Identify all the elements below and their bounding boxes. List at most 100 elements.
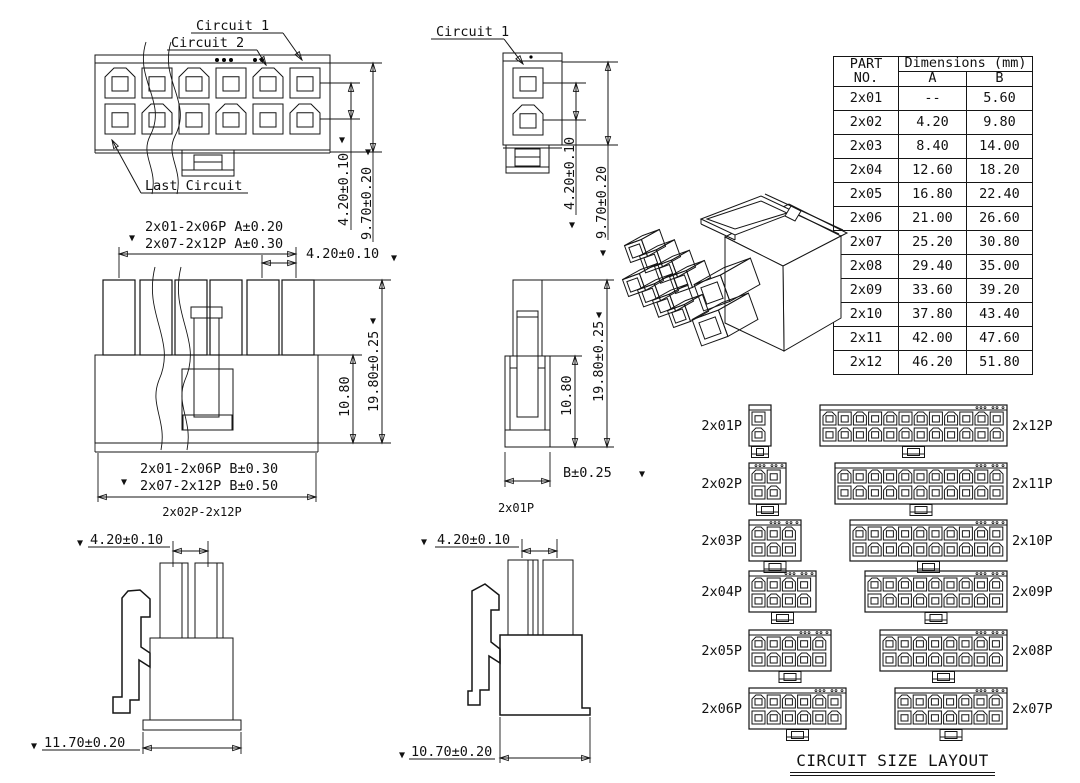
dim-b-block: ▼ 2x01-2x06P B±0.30 2x07-2x12P B±0.50 2x… xyxy=(98,453,316,519)
dim-b-cell: 26.60 xyxy=(966,206,1033,231)
mini-connector-label: 2x02P xyxy=(701,476,742,492)
polarization-dot xyxy=(529,55,533,59)
latch-tab xyxy=(505,144,550,174)
mini-connector-label: 2x06P xyxy=(701,701,742,717)
finish-mark-icon: ▼ xyxy=(391,253,397,264)
dim-b-cell: 18.20 xyxy=(966,158,1033,183)
finish-mark-icon: ▼ xyxy=(399,750,405,761)
finish-mark-icon: ▼ xyxy=(77,538,83,549)
part-no-cell: 2x05 xyxy=(833,182,899,207)
dim-a-cell: 33.60 xyxy=(898,278,967,303)
mini-connector xyxy=(894,687,1008,741)
dimensions-header: Dimensions (mm) xyxy=(898,56,1033,72)
side-view-right: ▼ 4.20±0.10 ▼ 10.70±0.20 xyxy=(399,532,680,763)
dim-a-cell: 37.80 xyxy=(898,302,967,327)
dim-pitch-row: 4.20±0.10 xyxy=(562,137,578,210)
dim-a-cell: 8.40 xyxy=(898,134,967,159)
part-no-cell: 2x11 xyxy=(833,326,899,351)
finish-mark-icon: ▼ xyxy=(339,135,345,146)
mini-connector-label: 2x03P xyxy=(701,533,742,549)
top-view-multi: ▼ 2x01-2x06P A±0.20 2x07-2x12P A±0.30 4.… xyxy=(94,219,397,519)
dim-b-cell: 14.00 xyxy=(966,134,1033,159)
finish-mark-icon: ▼ xyxy=(365,147,371,158)
dim-a-cell: 46.20 xyxy=(898,350,967,375)
view-caption: 2x02P-2x12P xyxy=(162,505,241,519)
col-b-header: B xyxy=(966,71,1033,87)
dimensions: 10.80 ▼ 19.80±0.25 B±0.25 ▼ 2x01P xyxy=(498,280,645,515)
dim-b-cell: 51.80 xyxy=(966,350,1033,375)
part-no-cell: 2x06 xyxy=(833,206,899,231)
connector-body xyxy=(467,559,591,716)
mini-connector xyxy=(819,404,1008,458)
terminal-tubes xyxy=(621,228,761,347)
dim-height: 9.70±0.20 xyxy=(359,167,375,240)
mini-connector xyxy=(748,570,817,624)
dim-a-cell: -- xyxy=(898,86,967,111)
side-view-left: ▼ 4.20±0.10 ▼ 11.70±0.20 xyxy=(31,532,305,754)
latch-tab xyxy=(181,149,235,177)
mini-connector-label: 2x11P xyxy=(1012,476,1053,492)
dim-b-line1: 2x01-2x06P B±0.30 xyxy=(140,461,278,477)
connector-body xyxy=(112,562,242,731)
dim-b-cell: 35.00 xyxy=(966,254,1033,279)
connector-body xyxy=(502,52,563,174)
finish-mark-icon: ▼ xyxy=(370,316,376,327)
mini-connector-label: 2x01P xyxy=(701,418,742,434)
finish-mark-icon: ▼ xyxy=(596,310,602,321)
latch-arm xyxy=(467,583,501,706)
cavity-grid xyxy=(104,67,321,135)
dim-base: 11.70±0.20 xyxy=(44,735,125,751)
break-line xyxy=(142,41,156,195)
dim-b-cell: 5.60 xyxy=(966,86,1033,111)
latch-plate xyxy=(699,195,802,241)
mini-connector-label: 2x04P xyxy=(701,584,742,600)
dim-b-cell: 43.40 xyxy=(966,302,1033,327)
finish-mark-icon: ▼ xyxy=(600,248,606,259)
mini-connector xyxy=(748,687,847,741)
break-line xyxy=(177,266,191,451)
mini-connector-label: 2x08P xyxy=(1012,643,1053,659)
finish-mark-icon: ▼ xyxy=(31,741,37,752)
dim-b-line2: 2x07-2x12P B±0.50 xyxy=(140,478,278,494)
housing-block xyxy=(723,193,849,352)
mini-connector-label: 2x09P xyxy=(1012,584,1053,600)
dimensions: ▼ 4.20±0.10 ▼ 9.70±0.20 xyxy=(320,63,382,242)
mini-connector xyxy=(849,519,1008,573)
dim-pitch: 4.20±0.10 xyxy=(90,532,163,548)
dim-a-cell: 25.20 xyxy=(898,230,967,255)
part-no-cell: 2x03 xyxy=(833,134,899,159)
dim-a-cell: 16.80 xyxy=(898,182,967,207)
dim-height: 9.70±0.20 xyxy=(594,166,610,239)
dim-pitch: 4.20±0.10 xyxy=(306,246,379,262)
dim-a-block: ▼ 2x01-2x06P A±0.20 2x07-2x12P A±0.30 4.… xyxy=(119,219,397,278)
part-no-header: PART NO. xyxy=(833,56,899,87)
dim-pitch: 4.20±0.10 xyxy=(437,532,510,548)
part-no-cell: 2x01 xyxy=(833,86,899,111)
dim-b-cell: 47.60 xyxy=(966,326,1033,351)
dim-total-height: 19.80±0.25 xyxy=(366,331,382,412)
circuit1-label: Circuit 1 xyxy=(436,24,509,40)
dim-base-block: ▼ 10.70±0.20 xyxy=(399,717,590,763)
break-line xyxy=(167,41,181,195)
finish-mark-icon: ▼ xyxy=(639,469,645,480)
mini-connector xyxy=(748,462,787,516)
dim-body-height: 10.80 xyxy=(559,375,575,416)
top-view-single: 10.80 ▼ 19.80±0.25 B±0.25 ▼ 2x01P xyxy=(498,250,645,515)
mini-connector-label: 2x05P xyxy=(701,643,742,659)
dim-a-cell: 4.20 xyxy=(898,110,967,135)
dim-a-line2: 2x07-2x12P A±0.30 xyxy=(145,236,283,252)
part-no-cell: 2x08 xyxy=(833,254,899,279)
dim-pitch-row: 4.20±0.10 xyxy=(336,153,352,226)
finish-mark-icon: ▼ xyxy=(421,537,427,548)
front-view-multi: Circuit 1 Circuit 2 Last Circuit ▼ 4.20±… xyxy=(94,18,382,242)
part-no-cell: 2x12 xyxy=(833,350,899,375)
mini-connector xyxy=(834,462,1008,516)
